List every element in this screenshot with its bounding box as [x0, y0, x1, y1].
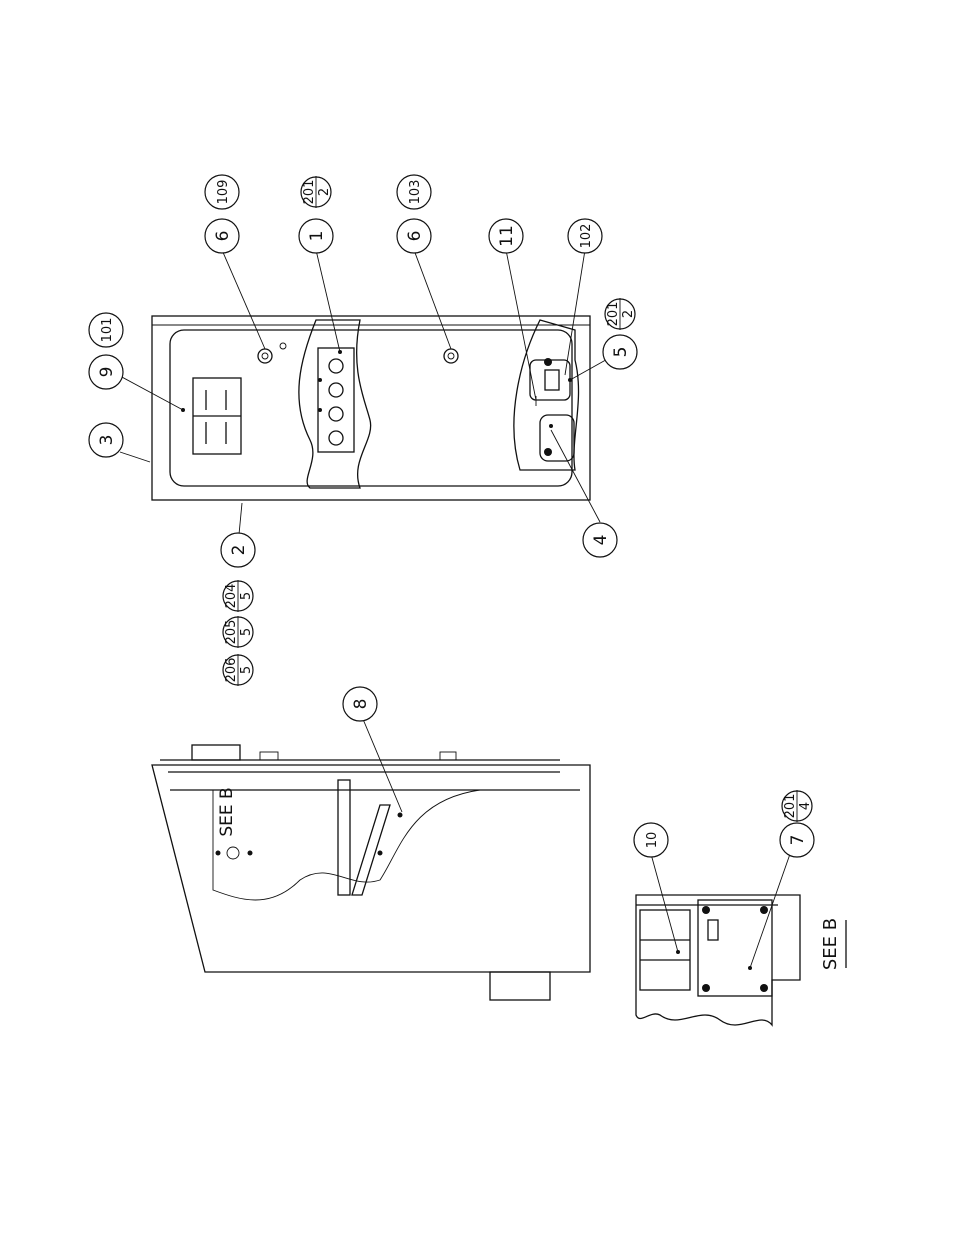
svg-text:5: 5 — [239, 666, 254, 674]
screw-109 — [258, 349, 272, 363]
svg-text:5: 5 — [611, 347, 631, 358]
svg-text:109: 109 — [216, 180, 231, 205]
callout-102: 102 — [568, 219, 602, 253]
svg-text:5: 5 — [239, 628, 254, 636]
fuse-holder — [530, 360, 570, 400]
side-view: SEE B — [152, 712, 590, 1000]
callout-4: 4 — [583, 523, 617, 557]
cutaway-1 — [299, 320, 371, 488]
callout-204-5: 204 5 — [223, 580, 254, 612]
svg-text:2: 2 — [229, 545, 249, 556]
svg-text:103: 103 — [408, 180, 423, 205]
screw-103 — [444, 349, 458, 363]
svg-text:10: 10 — [645, 832, 660, 849]
callout-3: 3 — [89, 423, 123, 457]
svg-text:7: 7 — [788, 835, 808, 846]
callout-205-5: 205 5 — [223, 616, 254, 648]
svg-text:3: 3 — [97, 435, 117, 446]
callout-201-2-lower: 201 2 — [605, 298, 636, 330]
label-10 — [640, 910, 690, 990]
see-b-reference: SEE B — [217, 787, 237, 836]
leaders-top — [120, 250, 620, 545]
svg-text:4: 4 — [591, 535, 611, 546]
svg-text:8: 8 — [351, 699, 371, 710]
callout-109: 109 — [205, 175, 239, 209]
callout-2: 2 — [221, 533, 255, 567]
svg-text:9: 9 — [97, 367, 117, 378]
callout-9: 9 — [89, 355, 123, 389]
callout-10: 10 — [634, 823, 668, 857]
svg-text:205: 205 — [224, 620, 239, 645]
terminal-block — [318, 348, 354, 452]
svg-text:1: 1 — [307, 231, 327, 242]
callout-11: 11 — [489, 219, 523, 253]
svg-text:11: 11 — [497, 225, 517, 247]
svg-text:5: 5 — [239, 592, 254, 600]
callout-201-2-upper: 201 2 — [301, 176, 332, 208]
callout-5: 5 — [603, 335, 637, 369]
svg-text:201: 201 — [302, 180, 317, 205]
detail-view-b: SEE B — [636, 854, 846, 1025]
svg-text:101: 101 — [100, 318, 115, 343]
svg-text:6: 6 — [405, 231, 425, 242]
callout-206-5: 206 5 — [223, 654, 254, 686]
callout-6-upper: 6 — [205, 219, 239, 253]
callout-8: 8 — [343, 687, 377, 721]
callout-6-lower: 6 — [397, 219, 431, 253]
svg-text:6: 6 — [213, 231, 233, 242]
callout-1: 1 — [299, 219, 333, 253]
svg-text:201: 201 — [783, 794, 798, 819]
callout-7: 7 — [780, 823, 814, 857]
callout-103: 103 — [397, 175, 431, 209]
pcb-7 — [698, 900, 772, 996]
see-b-caption: SEE B — [820, 918, 841, 970]
svg-text:102: 102 — [579, 224, 594, 249]
svg-text:2: 2 — [317, 188, 332, 196]
svg-text:4: 4 — [798, 802, 813, 810]
callout-101: 101 — [89, 313, 123, 347]
inner-panel — [170, 330, 572, 486]
cutaway-2 — [514, 320, 579, 470]
svg-text:2: 2 — [621, 310, 636, 318]
svg-text:201: 201 — [606, 302, 621, 327]
svg-text:204: 204 — [224, 584, 239, 609]
svg-text:206: 206 — [224, 658, 239, 683]
callout-201-4: 201 4 — [782, 790, 813, 822]
